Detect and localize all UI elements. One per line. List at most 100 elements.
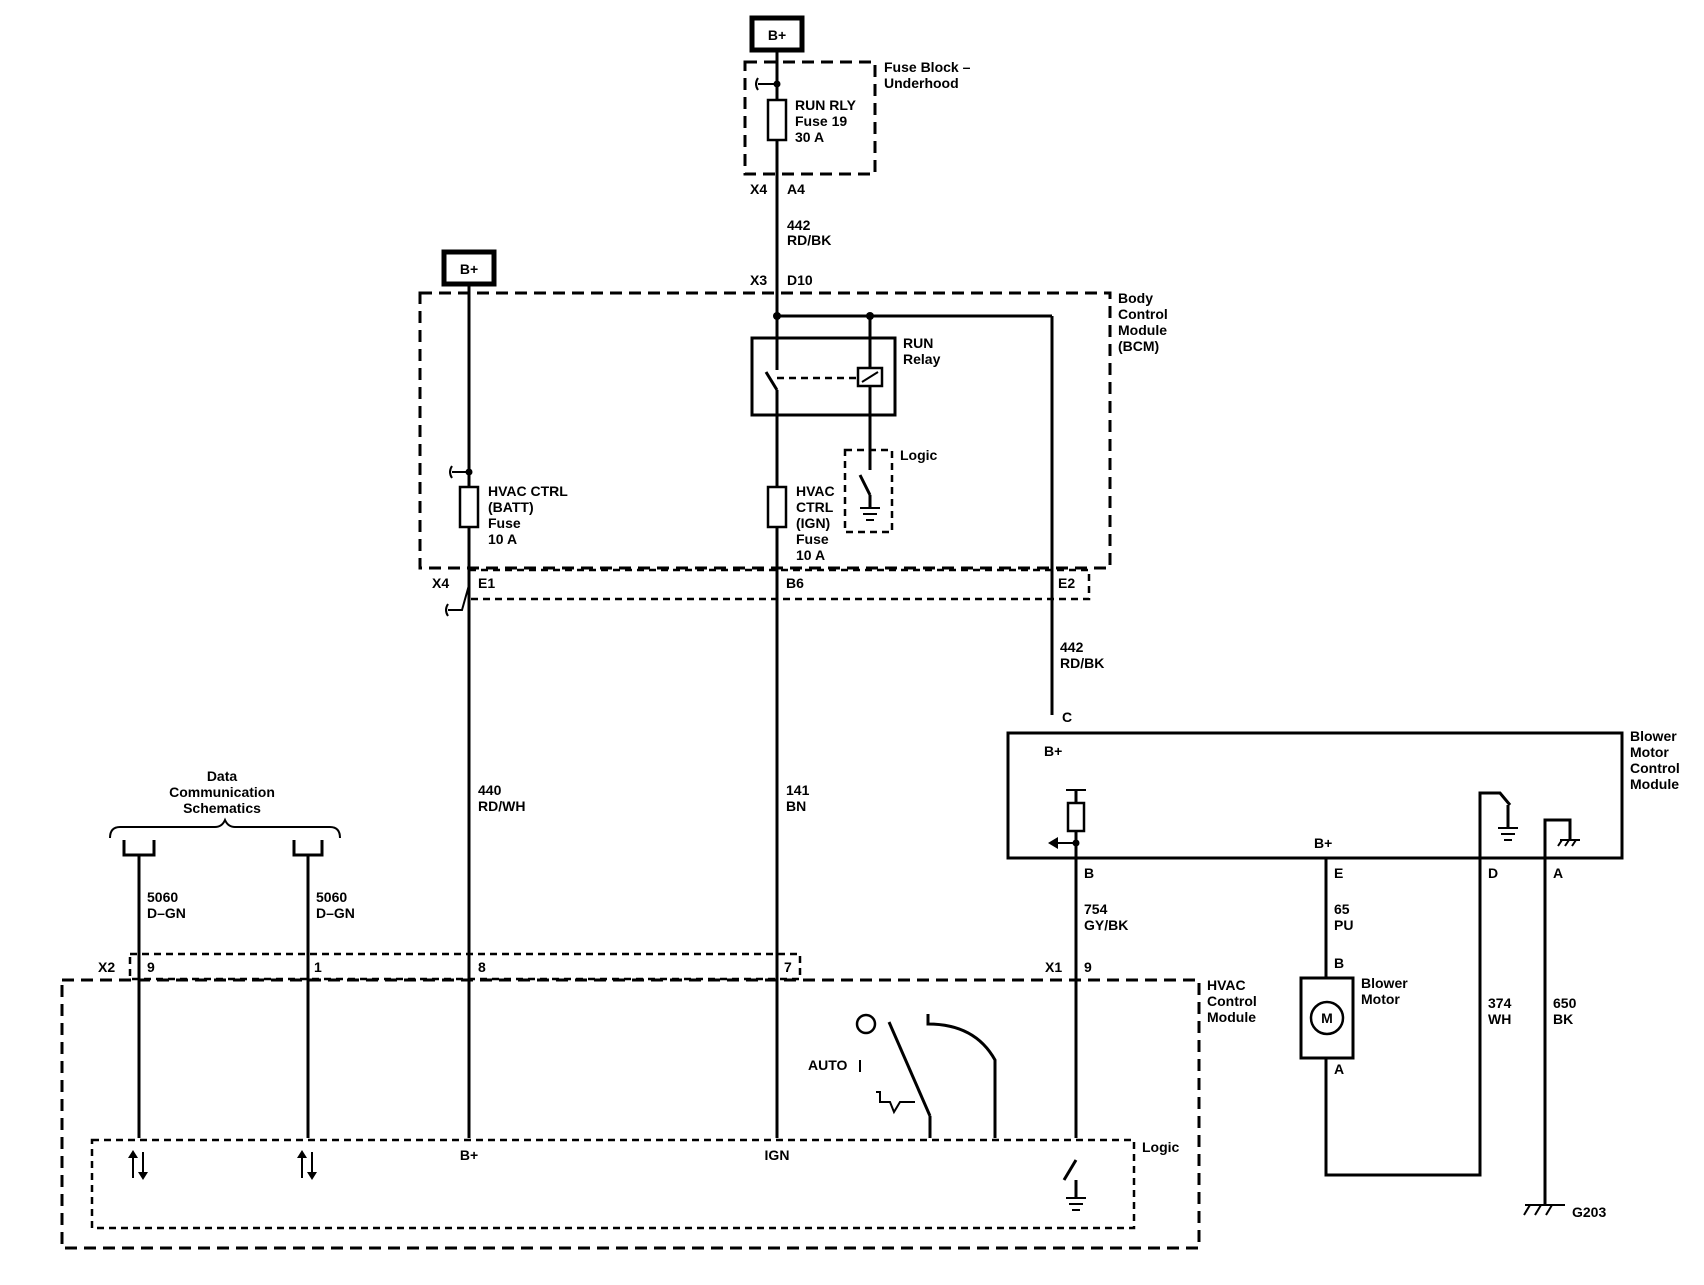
hvac-pin-1: 1	[314, 959, 322, 975]
wire-442-right-num: 442	[1060, 639, 1084, 655]
bcm-relay-1: RUN	[903, 335, 933, 351]
fuse-icon	[1066, 801, 1086, 833]
hvac-logic-switch	[1062, 1159, 1086, 1211]
bcm-title-2: Control	[1118, 306, 1168, 322]
hvac-pin-7: 7	[784, 959, 792, 975]
wire-5060-b-num: 5060	[316, 889, 347, 905]
wire-65-num: 65	[1334, 901, 1350, 917]
fan-setting-icon	[876, 1091, 915, 1115]
ground-g203: G203	[1523, 1204, 1606, 1220]
wire-141-num: 141	[786, 782, 810, 798]
bcm-title-1: Body	[1118, 290, 1153, 306]
wire-440-num: 440	[478, 782, 502, 798]
wire-65-color: PU	[1334, 917, 1353, 933]
hvac-conn-x2: X2	[98, 959, 115, 975]
bplus-top: B+	[749, 15, 805, 53]
bmcm-pin-e: E	[1334, 865, 1343, 881]
wire-5060-a-color: D–GN	[147, 905, 186, 921]
bmcm-ground-a	[1543, 818, 1580, 858]
hvac-pin-8: 8	[478, 959, 486, 975]
bcm-fuse-batt-1: HVAC CTRL	[488, 483, 568, 499]
fuse-icon	[766, 98, 788, 142]
bcm-title-4: (BCM)	[1118, 338, 1159, 354]
hvac-conn-x1: X1	[1045, 959, 1062, 975]
power-bplus: B+	[460, 261, 478, 277]
wire-442-top-color: RD/BK	[787, 232, 831, 248]
fuse-block-fuse-2: Fuse 19	[795, 113, 847, 129]
mode-switch: AUTO	[808, 1013, 997, 1138]
busbar-icon	[755, 77, 777, 91]
bmcm-bplus-inner: B+	[1314, 835, 1332, 851]
wire-374	[1324, 858, 1482, 1177]
blower-motor-l2: Motor	[1361, 991, 1400, 1007]
blower-motor: B M Blower Motor A	[1299, 955, 1408, 1077]
hvac-title-3: Module	[1207, 1009, 1256, 1025]
busbar-icon	[449, 465, 469, 479]
run-relay: RUN Relay	[750, 316, 941, 450]
bmcm-ground-d	[1478, 791, 1518, 858]
wire-440-color: RD/WH	[478, 798, 525, 814]
bcm-fuse-ign-5: 10 A	[796, 547, 825, 563]
bcm-conn-x3: X3	[750, 272, 767, 288]
bplus-top-label: B+	[768, 27, 786, 43]
bcm-logic: Logic	[843, 447, 938, 534]
bcm-box	[418, 291, 1112, 570]
data-comm-l2: Communication	[169, 784, 275, 800]
hvac-box	[60, 978, 1201, 1250]
hvac-logic: Logic	[1142, 1139, 1180, 1155]
bcm-conn-x4: X4	[432, 575, 449, 591]
blower-motor-pin-b: B	[1334, 955, 1344, 971]
fuse-block-fuse-1: RUN RLY	[795, 97, 857, 113]
bcm-title-3: Module	[1118, 322, 1167, 338]
bmcm-pin-a: A	[1553, 865, 1563, 881]
bplus-left: B+	[441, 249, 497, 287]
hvac-connector-x2	[128, 952, 802, 981]
fuse-block-fuse-3: 30 A	[795, 129, 824, 145]
splice-icon	[445, 584, 470, 617]
hvac-auto: AUTO	[808, 1057, 848, 1073]
bmcm-title-1: Blower	[1630, 728, 1677, 744]
blower-motor-l1: Blower	[1361, 975, 1408, 991]
bmcm-title-3: Control	[1630, 760, 1680, 776]
wire-650-color: BK	[1553, 1011, 1573, 1027]
wire-442-top-num: 442	[787, 217, 811, 233]
fuse-block-title-1: Fuse Block –	[884, 59, 971, 75]
bcm-fuse-batt-2: (BATT)	[488, 499, 534, 515]
fuse-icon	[766, 485, 788, 529]
bcm-fuse-ign-3: (IGN)	[796, 515, 830, 531]
motor-icon	[1309, 1000, 1345, 1036]
wire-442-right-color: RD/BK	[1060, 655, 1104, 671]
fuse-hvac-batt: HVAC CTRL (BATT) Fuse 10 A	[449, 465, 568, 547]
bcm-fuse-batt-3: Fuse	[488, 515, 521, 531]
hvac-title-1: HVAC	[1207, 977, 1246, 993]
wire-141-color: BN	[786, 798, 806, 814]
hvac-logic	[90, 1138, 1136, 1230]
hvac-title-2: Control	[1207, 993, 1257, 1009]
bcm-fuse-ign-1: HVAC	[796, 483, 835, 499]
blower-motor-symbol: M	[1321, 1010, 1333, 1026]
hvac-pin-9: 9	[147, 959, 155, 975]
bmcm-pin-c: C	[1062, 709, 1072, 725]
hvac-bplus: B+	[460, 1147, 478, 1163]
wire-754-color: GY/BK	[1084, 917, 1128, 933]
data-arrows-icon	[297, 1150, 317, 1180]
bmcm-pin-d: D	[1488, 865, 1498, 881]
bcm-fuse-ign-4: Fuse	[796, 531, 829, 547]
fuse-block-title-2: Underhood	[884, 75, 959, 91]
wire-650-num: 650	[1553, 995, 1577, 1011]
bcm-pin-b6: B6	[786, 575, 804, 591]
bmcm-title-4: Module	[1630, 776, 1679, 792]
blower-motor-pin-a: A	[1334, 1061, 1344, 1077]
wire-374-num: 374	[1488, 995, 1512, 1011]
bmcm-fuse	[1048, 789, 1086, 858]
bcm-relay-2: Relay	[903, 351, 941, 367]
fuse-icon	[458, 485, 480, 529]
data-comm-l3: Schematics	[183, 800, 261, 816]
bcm-fuse-batt-4: 10 A	[488, 531, 517, 547]
wire-5060-b-color: D–GN	[316, 905, 355, 921]
wire-5060-a-num: 5060	[147, 889, 178, 905]
bcm-pin-e2: E2	[1058, 575, 1075, 591]
fuse-hvac-ign: HVAC CTRL (IGN) Fuse 10 A	[766, 483, 835, 563]
ground-label: G203	[1572, 1204, 1606, 1220]
